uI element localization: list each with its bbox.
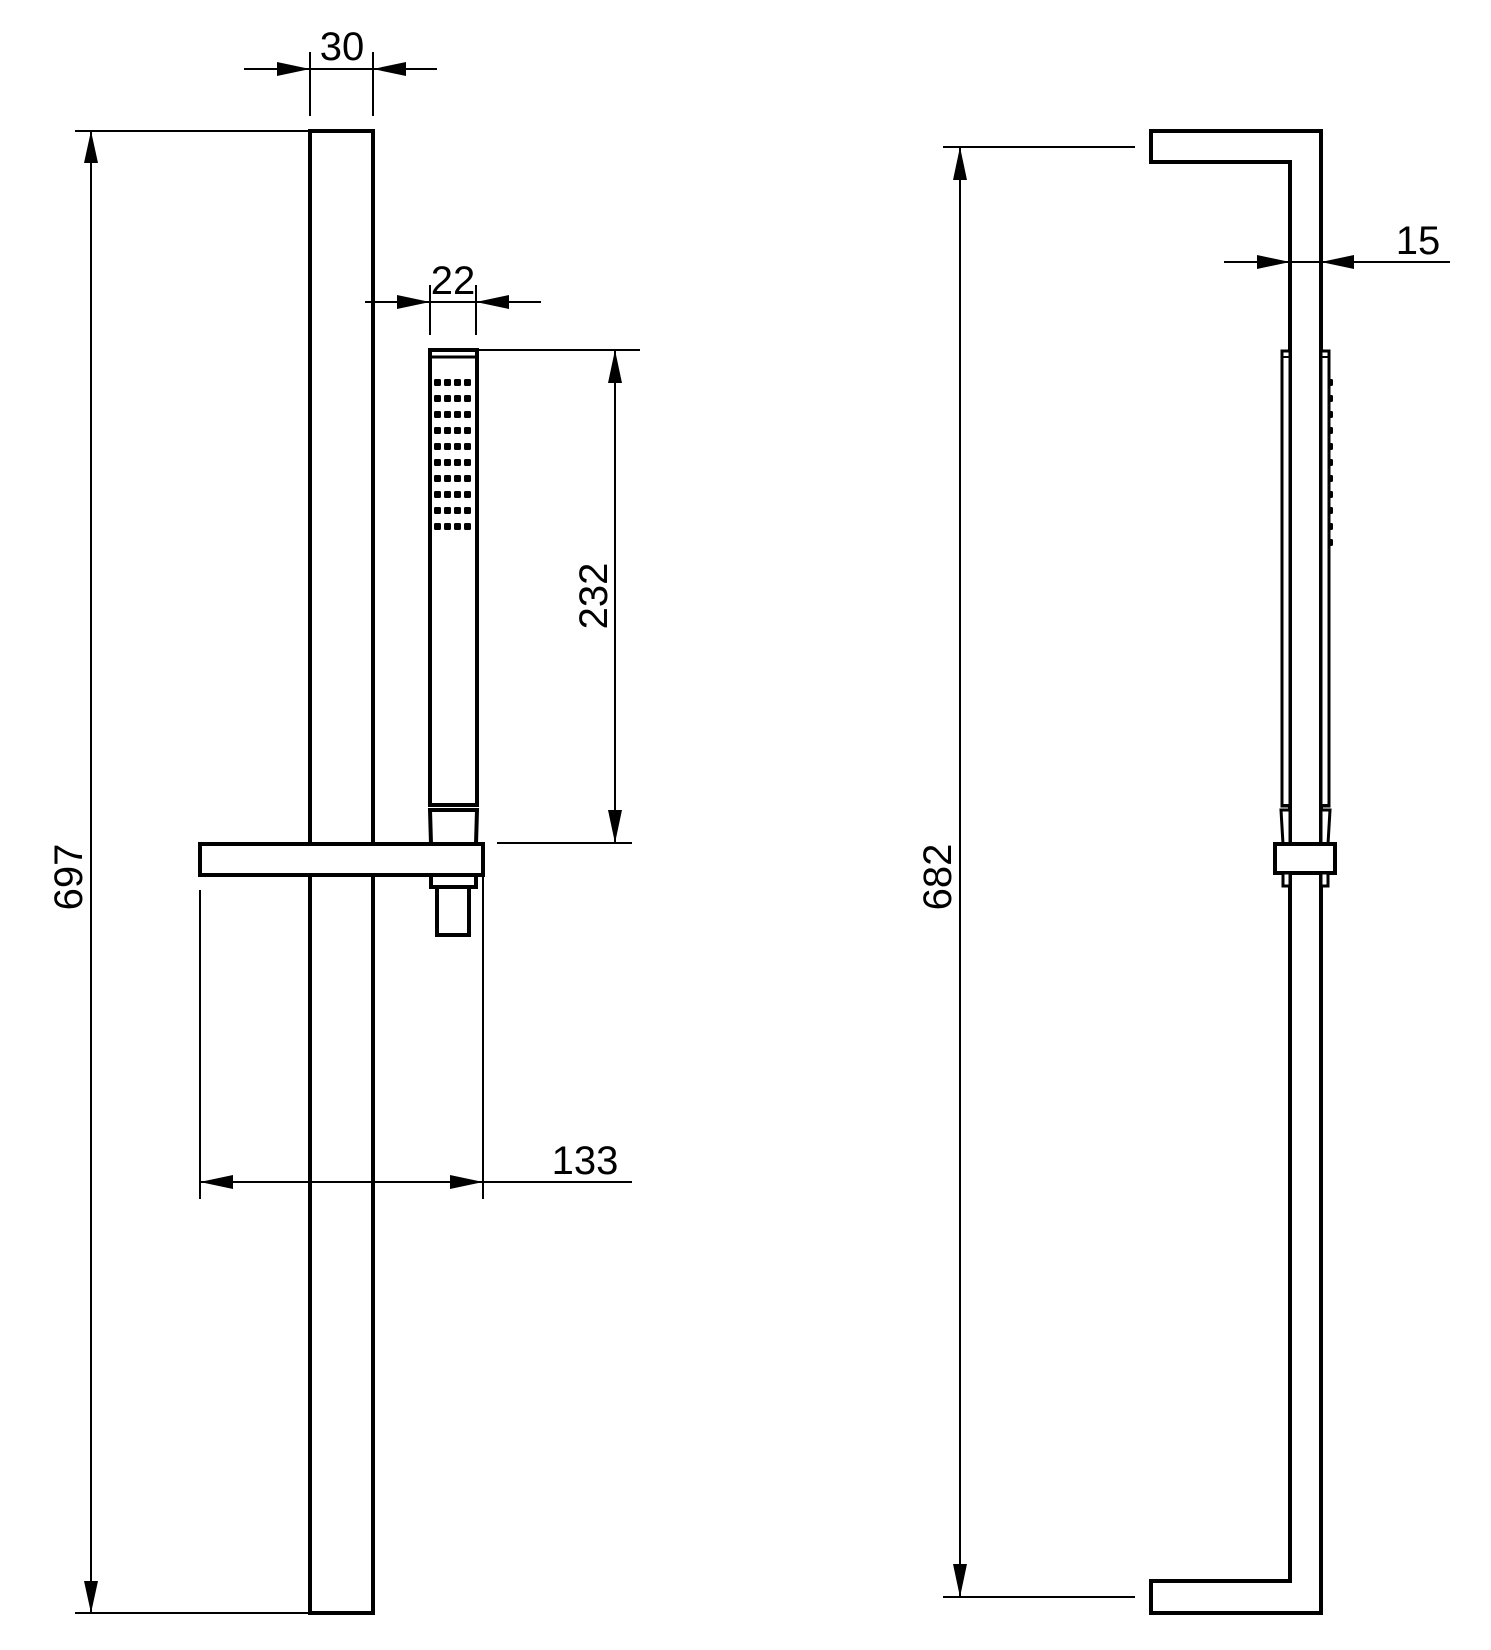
dimension-handset-width <box>365 285 541 335</box>
side-view <box>943 129 1450 1615</box>
front-view <box>75 52 640 1615</box>
dimension-shelf-projection <box>199 875 632 1199</box>
hose-connector <box>429 873 478 937</box>
handset-side <box>1279 349 1332 846</box>
shelf <box>198 842 485 877</box>
label-rail-depth: 15 <box>1396 219 1441 263</box>
dimension-total-height <box>75 130 310 1614</box>
label-total-height: 697 <box>47 844 91 911</box>
dimension-bracket-span <box>943 146 1135 1598</box>
handset <box>427 348 480 846</box>
bracket <box>1273 842 1337 875</box>
dimension-rail-depth <box>1224 255 1450 269</box>
dimension-handset-length <box>477 349 640 844</box>
spray-nozzles <box>434 379 471 530</box>
label-handset-length: 232 <box>572 563 616 630</box>
label-bracket-span: 682 <box>916 844 960 911</box>
label-shelf-projection: 133 <box>552 1139 619 1183</box>
dimension-rail-width <box>244 52 437 116</box>
label-handset-width: 22 <box>431 259 476 303</box>
label-rail-width: 30 <box>320 25 365 69</box>
spray-nozzles-side <box>1329 379 1333 546</box>
